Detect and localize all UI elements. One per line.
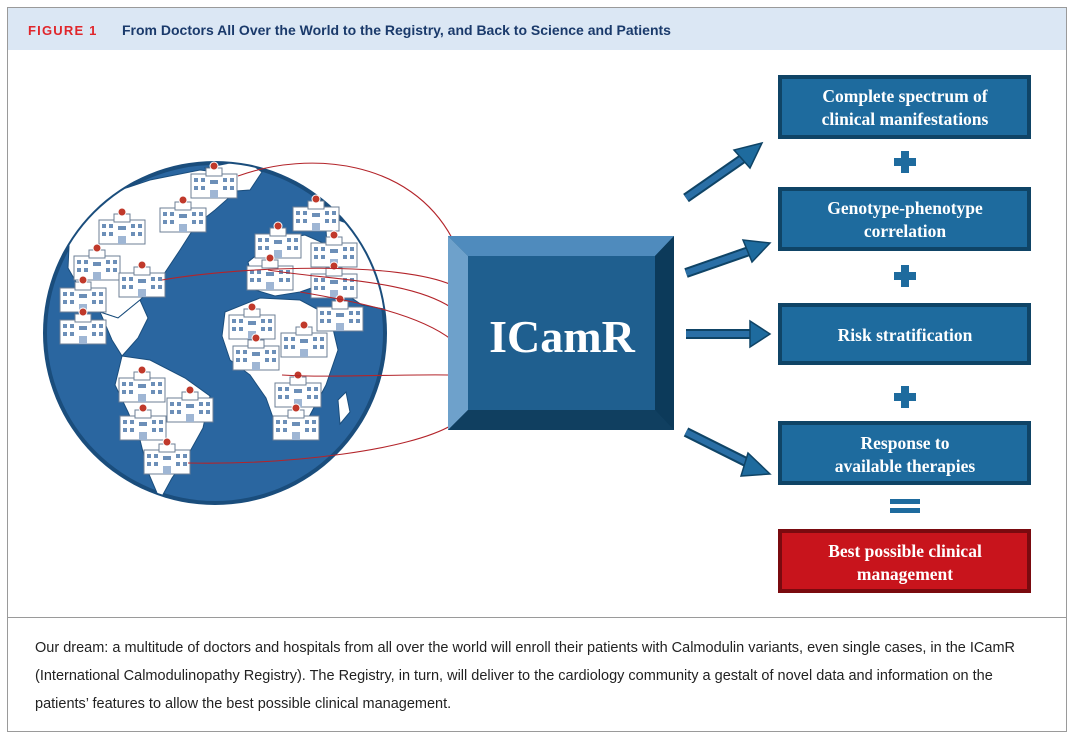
- caption-divider: [8, 617, 1066, 618]
- result-box: Best possible clinical management: [778, 529, 1031, 593]
- outcome-box-genotype: Genotype-phenotype correlation: [778, 187, 1031, 251]
- arrow-to-genotype: [684, 239, 772, 278]
- figure-frame: [7, 7, 1067, 732]
- plus-icon: [894, 265, 916, 287]
- result-line-2: management: [857, 564, 953, 584]
- outcome-box-therapies: Response to available therapies: [778, 421, 1031, 485]
- outcome-box-spectrum: Complete spectrum of clinical manifestat…: [778, 75, 1031, 139]
- outcome-line-2: clinical manifestations: [822, 109, 989, 129]
- connector-lines: [161, 162, 453, 464]
- arrow-to-spectrum: [683, 141, 764, 203]
- arrow-to-risk: [686, 319, 772, 349]
- figure-header: [8, 8, 1066, 50]
- outcome-line-1: Complete spectrum of: [822, 86, 987, 106]
- arrows: [683, 141, 772, 477]
- figure-title: From Doctors All Over the World to the R…: [122, 22, 671, 38]
- figure-label: FIGURE 1: [28, 23, 98, 38]
- plus-icon: [894, 151, 916, 173]
- outcome-line-1: Risk stratification: [838, 325, 973, 345]
- outcome-line-2: available therapies: [835, 456, 976, 476]
- equals-icon: [890, 499, 920, 513]
- globe: [43, 161, 387, 505]
- outcome-box-risk: Risk stratification: [778, 303, 1031, 365]
- arrow-to-therapies: [683, 427, 772, 477]
- icamr-label: ICamR: [489, 311, 635, 362]
- outcome-line-2: correlation: [864, 221, 947, 241]
- result-line-1: Best possible clinical: [828, 541, 982, 561]
- outcome-line-1: Response to: [861, 433, 950, 453]
- plus-icon: [894, 386, 916, 408]
- outcome-line-1: Genotype-phenotype: [827, 198, 983, 218]
- figure-caption: Our dream: a multitude of doctors and ho…: [35, 640, 1016, 712]
- icamr-box: ICamR: [448, 236, 674, 430]
